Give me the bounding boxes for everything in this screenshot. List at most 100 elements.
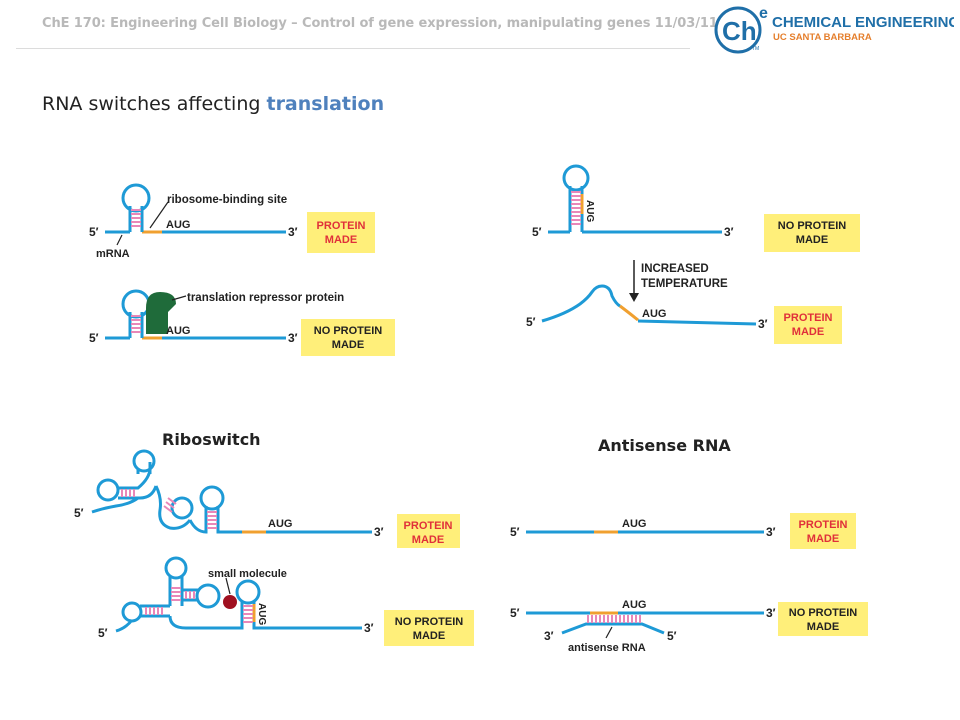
five-prime-label: 5′ [74, 506, 84, 520]
outcome-line2: MADE [792, 326, 824, 338]
three-prime-label: 3′ [758, 317, 768, 331]
outcome-box [384, 610, 474, 646]
hairpin-loop [199, 485, 225, 511]
base-pairs [131, 209, 141, 227]
base-pairs [145, 607, 163, 615]
base-pairs [131, 315, 141, 333]
repressor-pointer [171, 295, 187, 301]
hairpin-loop [195, 583, 221, 609]
panel-thermometer-low: AUG 5′ 3′ NO PROTEIN MADE [532, 164, 860, 252]
outcome-line1: NO PROTEIN [314, 325, 383, 337]
three-prime-label: 3′ [288, 225, 298, 239]
logo-ring [714, 6, 762, 54]
three-prime-label: 3′ [288, 331, 298, 345]
five-prime-label: 5′ [510, 606, 520, 620]
rna-strand [637, 319, 757, 326]
panel-repressor: 5′ 3′ AUG translation repressor protein … [89, 289, 395, 356]
base-pairs [185, 591, 195, 599]
outcome-box [764, 214, 860, 252]
base-pairs [121, 489, 135, 497]
aug-label: AUG [268, 518, 292, 530]
aug-label: AUG [622, 599, 646, 611]
outcome-line1: PROTEIN [404, 520, 453, 532]
outcome-line1: NO PROTEIN [778, 220, 847, 232]
outcome-line1: PROTEIN [799, 519, 848, 531]
hairpin-loop [121, 601, 143, 623]
outcome-line2: MADE [413, 630, 445, 642]
mrna-pointer [116, 234, 123, 246]
aug-segment [619, 304, 639, 322]
five-prime-label: 5′ [532, 225, 542, 239]
rna-strand [91, 496, 139, 514]
repressor-label: translation repressor protein [187, 292, 344, 304]
outcome-line1: PROTEIN [317, 220, 366, 232]
five-prime-label: 5′ [89, 225, 99, 239]
antisense-five-prime-label: 5′ [667, 629, 677, 643]
rbs-label: ribosome-binding site [167, 194, 287, 206]
five-prime-label: 5′ [510, 525, 520, 539]
aug-label: AUG [166, 219, 190, 231]
small-molecule-label: small molecule [208, 568, 287, 580]
panel-thermometer-high: 5′ 3′ AUG PROTEIN MADE [526, 284, 842, 344]
hairpin-loop [132, 449, 156, 473]
panel-antisense-free: 5′ 3′ AUG PROTEIN MADE [510, 513, 856, 549]
hairpin-loop [96, 478, 120, 502]
base-pairs [243, 605, 253, 623]
aug-label: AUG [166, 325, 190, 337]
outcome-line1: NO PROTEIN [395, 616, 464, 628]
panel-riboswitch-on: small molecule AUG 5′ 3′ NO PROTEIN MADE [98, 556, 474, 646]
temp-label-line1: INCREASED [641, 263, 709, 275]
outcome-box [397, 514, 460, 548]
riboswitch-heading: Riboswitch [162, 430, 261, 449]
outcome-box [790, 513, 856, 549]
multiloop [140, 604, 170, 618]
panel-riboswitch-off: 5′ 3′ AUG PROTEIN MADE [74, 449, 460, 548]
antisense-label: antisense RNA [568, 642, 646, 654]
central-stem [168, 584, 184, 606]
aug-vertical-label: AUG [256, 603, 267, 625]
aug-label: AUG [642, 308, 666, 320]
base-pairs [571, 191, 581, 225]
outcome-line2: MADE [807, 621, 839, 633]
temp-label-line2: TEMPERATURE [641, 278, 728, 290]
slide-title: RNA switches affecting translation [42, 93, 384, 115]
hairpin-loop [562, 164, 590, 192]
antisense-three-prime-label: 3′ [544, 629, 554, 643]
header-divider [16, 48, 690, 49]
side-arm [154, 485, 192, 530]
outcome-line2: MADE [412, 534, 444, 546]
outcome-line2: MADE [325, 234, 357, 246]
rbs-pointer [149, 201, 169, 229]
repressor-protein [146, 292, 176, 334]
aug-label: AUG [622, 518, 646, 530]
hairpin-loop [164, 556, 188, 580]
outcome-box [774, 306, 842, 344]
three-prime-label: 3′ [374, 525, 384, 539]
panel-antisense-bound: 5′ 3′ AUG 3′ 5′ antisense RNA NO PROTEIN… [510, 599, 868, 654]
logo-superscript: e [759, 5, 768, 22]
base-pairs [207, 511, 217, 529]
five-prime-label: 5′ [98, 626, 108, 640]
five-prime-label: 5′ [89, 331, 99, 345]
logo-line1: CHEMICAL ENGINEERING [772, 14, 954, 31]
three-prime-label: 3′ [724, 225, 734, 239]
outcome-line2: MADE [332, 339, 364, 351]
three-prime-label: 3′ [766, 525, 776, 539]
outcome-line2: MADE [807, 533, 839, 545]
title-prefix: RNA switches affecting [42, 93, 267, 115]
five-prime-label: 5′ [526, 315, 536, 329]
small-molecule-pointer [225, 577, 231, 595]
base-pairs [163, 497, 177, 513]
logo-line2: UC SANTA BARBARA [773, 32, 872, 43]
outcome-box [301, 319, 395, 356]
outcome-line1: PROTEIN [784, 312, 833, 324]
side-branch [182, 588, 198, 602]
panel-rbs: 5′ 3′ AUG mRNA ribosome-binding site PRO… [89, 183, 375, 260]
rna-strand [188, 506, 266, 534]
hairpin-loop [170, 496, 194, 520]
base-pairs [171, 587, 181, 601]
hairpin-loop [235, 579, 261, 605]
outcome-line1: NO PROTEIN [789, 607, 858, 619]
aug-vertical-label: AUG [584, 200, 595, 222]
